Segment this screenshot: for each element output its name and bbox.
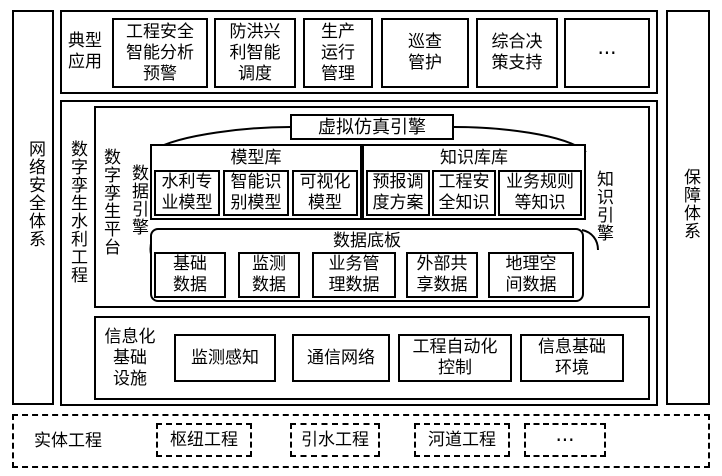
- guarantee-pillar: [666, 10, 710, 405]
- physical-engineering-label: 实体工程: [34, 431, 102, 451]
- knowledge-library-title: 知识库库: [440, 148, 508, 168]
- data-basic: 基础 数据: [154, 252, 226, 298]
- data-base-title: 数据底板: [333, 231, 401, 251]
- model-visualization: 可视化 模型: [292, 170, 358, 216]
- network-security-pillar: [12, 10, 54, 405]
- model-recognition: 智能识 别模型: [223, 170, 289, 216]
- infrastructure-label: 信息化 基础 设施: [104, 326, 156, 389]
- physical-river: 河道工程: [414, 423, 510, 457]
- data-external: 外部共 享数据: [406, 252, 478, 298]
- model-hydraulic: 水利专 业模型: [154, 170, 220, 216]
- virtual-simulation-engine: 虚拟仿真引擎: [290, 114, 454, 140]
- physical-more: ···: [524, 423, 606, 457]
- knowledge-safety: 工程安 全知识: [432, 170, 496, 216]
- knowledge-engine-label: 知识引擎: [593, 170, 613, 242]
- model-library-title: 模型库: [230, 148, 282, 168]
- data-geospatial: 地理空 间数据: [488, 252, 574, 298]
- digital-twin-project-label: 数字孪生水利工程: [67, 140, 87, 284]
- app-more: ···: [564, 18, 650, 88]
- knowledge-forecast-plan: 预报调 度方案: [366, 170, 430, 216]
- app-production-management: 生产 运行 管理: [303, 18, 373, 88]
- app-flood-dispatch: 防洪兴 利智能 调度: [214, 18, 296, 88]
- data-business: 业务管 理数据: [312, 252, 396, 298]
- infra-monitoring: 监测感知: [174, 334, 276, 382]
- digital-twin-platform-label: 数字孪生平台: [100, 148, 120, 256]
- app-inspection: 巡查 管护: [381, 18, 469, 88]
- data-monitoring: 监测 数据: [238, 252, 300, 298]
- physical-hub: 枢纽工程: [156, 423, 252, 457]
- network-security-label: 网络安全体系: [25, 140, 45, 248]
- knowledge-business-rules: 业务规则 等知识: [498, 170, 582, 216]
- guarantee-label: 保障体系: [680, 168, 700, 240]
- app-safety-warning: 工程安全 智能分析 预警: [112, 18, 208, 88]
- infra-environment: 信息基础 环境: [520, 334, 624, 382]
- app-decision-support: 综合决 策支持: [476, 18, 558, 88]
- infra-network: 通信网络: [292, 334, 390, 382]
- physical-water-diversion: 引水工程: [290, 423, 380, 457]
- applications-label: 典型 应用: [68, 31, 102, 72]
- data-engine-label: 数据引擎: [128, 164, 148, 236]
- infra-automation: 工程自动化 控制: [398, 334, 512, 382]
